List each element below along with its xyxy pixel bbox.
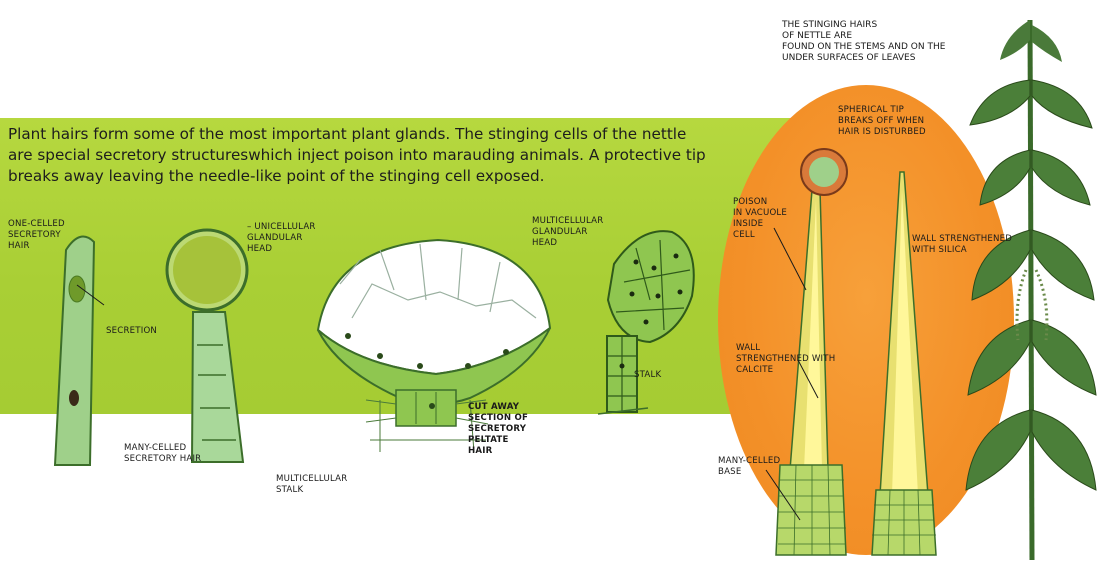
label-one-celled-hair: ONE-CELLED SECRETORY HAIR: [8, 219, 65, 252]
label-poison: POISON IN VACUOLE INSIDE CELL: [733, 197, 787, 241]
nettle-plant: [966, 20, 1096, 560]
intro-text: Plant hairs form some of the most import…: [8, 124, 708, 187]
label-wall-silica: WALL STRENGTHENED WITH SILICA: [912, 234, 1012, 256]
stinging-hair-right: [872, 172, 936, 555]
label-secretion: SECRETION: [106, 326, 157, 337]
nettle-note: THE STINGING HAIRS OF NETTLE ARE FOUND O…: [782, 20, 1002, 64]
label-many-celled-hair: MANY-CELLED SECRETORY HAIR: [124, 443, 201, 465]
label-wall-calcite: WALL STRENGTHENED WITH CALCITE: [736, 343, 835, 376]
label-spherical-tip: SPHERICAL TIP BREAKS OFF WHEN HAIR IS DI…: [838, 105, 926, 138]
label-cut-away: CUT AWAY SECTION OF SECRETORY PELTATE HA…: [468, 402, 528, 457]
label-unicellular-head: – UNICELLULAR GLANDULAR HEAD: [247, 222, 316, 255]
label-stalk: STALK: [634, 370, 661, 381]
one-celled-hair: [55, 237, 104, 465]
label-multicellular-head: MULTICELLULAR GLANDULAR HEAD: [532, 216, 603, 249]
multicellular-glandular-hair: [598, 231, 694, 414]
label-multicellular-stalk: MULTICELLULAR STALK: [276, 474, 347, 496]
unicellular-glandular-hair: [167, 230, 247, 462]
label-many-celled-base: MANY-CELLED BASE: [718, 456, 780, 478]
